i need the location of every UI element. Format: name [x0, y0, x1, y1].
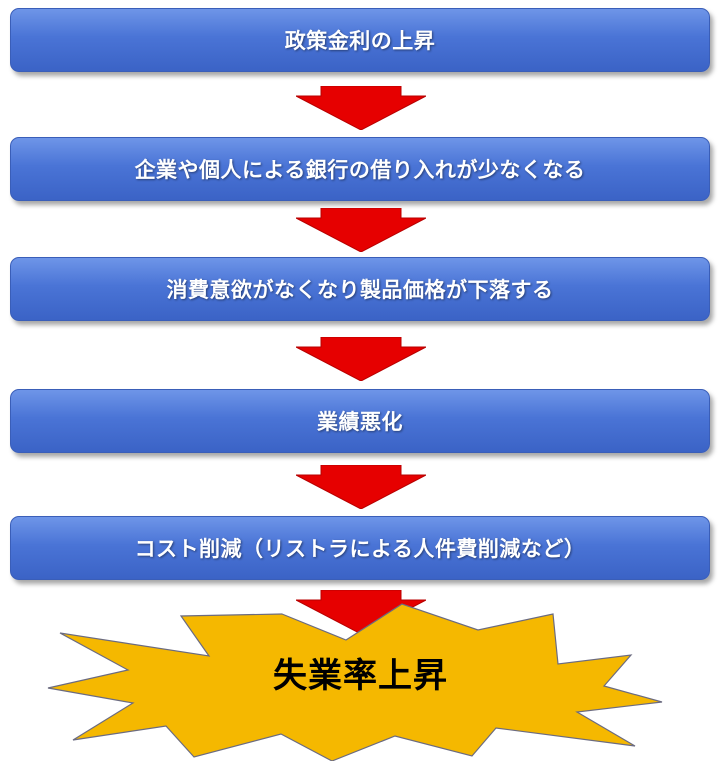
step-label: 業績悪化	[317, 410, 403, 434]
step-box-performance: 業績悪化	[10, 389, 710, 453]
down-arrow-icon	[296, 86, 426, 130]
result-label-unemployment: 失業率上昇	[273, 656, 448, 696]
step-label: 消費意欲がなくなり製品価格が下落する	[166, 278, 554, 302]
down-arrow-icon	[296, 337, 426, 381]
explosion-burst-shape	[47, 603, 663, 761]
step-box-cost-cutting: コスト削減（リストラによる人件費削減など）	[10, 516, 710, 580]
step-label: 政策金利の上昇	[284, 29, 436, 53]
step-label: コスト削減（リストラによる人件費削減など）	[134, 537, 586, 561]
step-box-policy-rate: 政策金利の上昇	[10, 8, 710, 72]
step-box-borrowing: 企業や個人による銀行の借り入れが少なくなる	[10, 137, 710, 201]
step-box-consumption: 消費意欲がなくなり製品価格が下落する	[10, 257, 710, 321]
down-arrow-icon	[296, 208, 426, 252]
step-label: 企業や個人による銀行の借り入れが少なくなる	[134, 158, 586, 182]
down-arrow-icon	[296, 465, 426, 509]
